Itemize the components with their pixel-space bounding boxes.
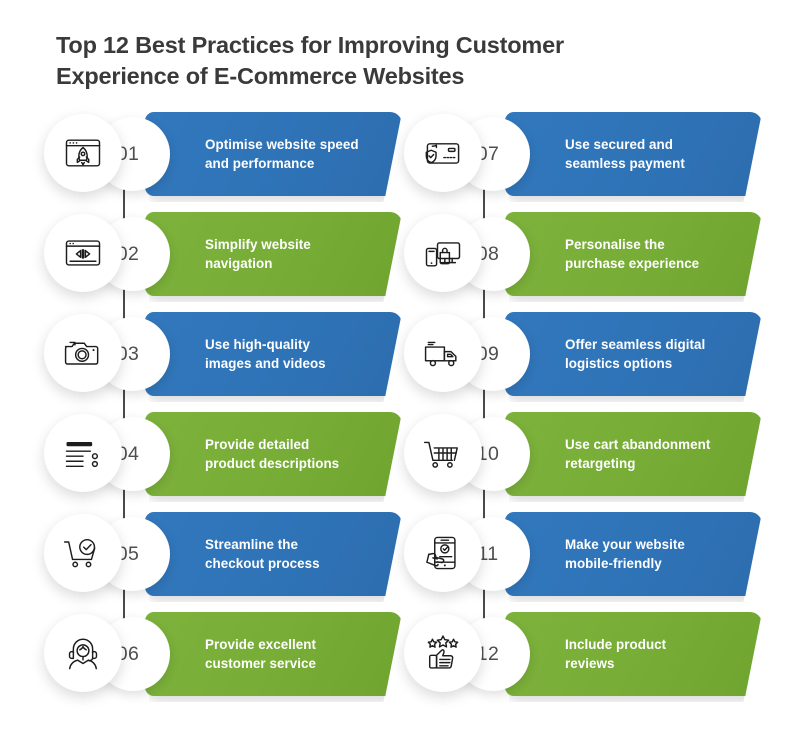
camera-icon xyxy=(61,331,105,375)
page-title-line-2: Experience of E-Commerce Websites xyxy=(56,63,465,90)
step-number: 04 xyxy=(116,442,140,465)
icon-badge xyxy=(44,514,122,592)
secure-card-icon xyxy=(421,131,465,175)
step-number: 05 xyxy=(116,542,140,565)
support-agent-icon xyxy=(61,631,105,675)
personalised-shopping-icon xyxy=(421,231,465,275)
step-number: 01 xyxy=(116,142,140,165)
icon-badge xyxy=(44,414,122,492)
cart-check-icon xyxy=(61,531,105,575)
step-number: 03 xyxy=(116,342,140,365)
step-number: 07 xyxy=(476,142,500,165)
rocket-browser-icon xyxy=(61,131,105,175)
step-number: 09 xyxy=(476,342,500,365)
step-number: 08 xyxy=(476,242,500,265)
icon-badge xyxy=(44,614,122,692)
shopping-cart-icon xyxy=(421,431,465,475)
step-number: 02 xyxy=(116,242,140,265)
delivery-truck-icon xyxy=(421,331,465,375)
icon-badge xyxy=(404,114,482,192)
icon-badge xyxy=(404,514,482,592)
icon-badge xyxy=(404,214,482,292)
mobile-hand-icon xyxy=(421,531,465,575)
timeline-spine xyxy=(123,134,125,674)
page-title-line-1: Top 12 Best Practices for Improving Cust… xyxy=(56,32,564,58)
icon-badge xyxy=(404,614,482,692)
step-number: 12 xyxy=(476,642,500,665)
page-title: Top 12 Best Practices for Improving Cust… xyxy=(56,30,656,93)
icon-badge xyxy=(44,214,122,292)
timeline-spine xyxy=(483,134,485,674)
step-number: 06 xyxy=(116,642,140,665)
icon-badge xyxy=(404,314,482,392)
description-list-icon xyxy=(61,431,105,475)
browser-navigation-icon xyxy=(61,231,105,275)
stars-thumbsup-icon xyxy=(421,631,465,675)
icon-badge xyxy=(44,114,122,192)
icon-badge xyxy=(404,414,482,492)
icon-badge xyxy=(44,314,122,392)
step-number: 11 xyxy=(477,542,499,565)
step-number: 10 xyxy=(476,442,500,465)
